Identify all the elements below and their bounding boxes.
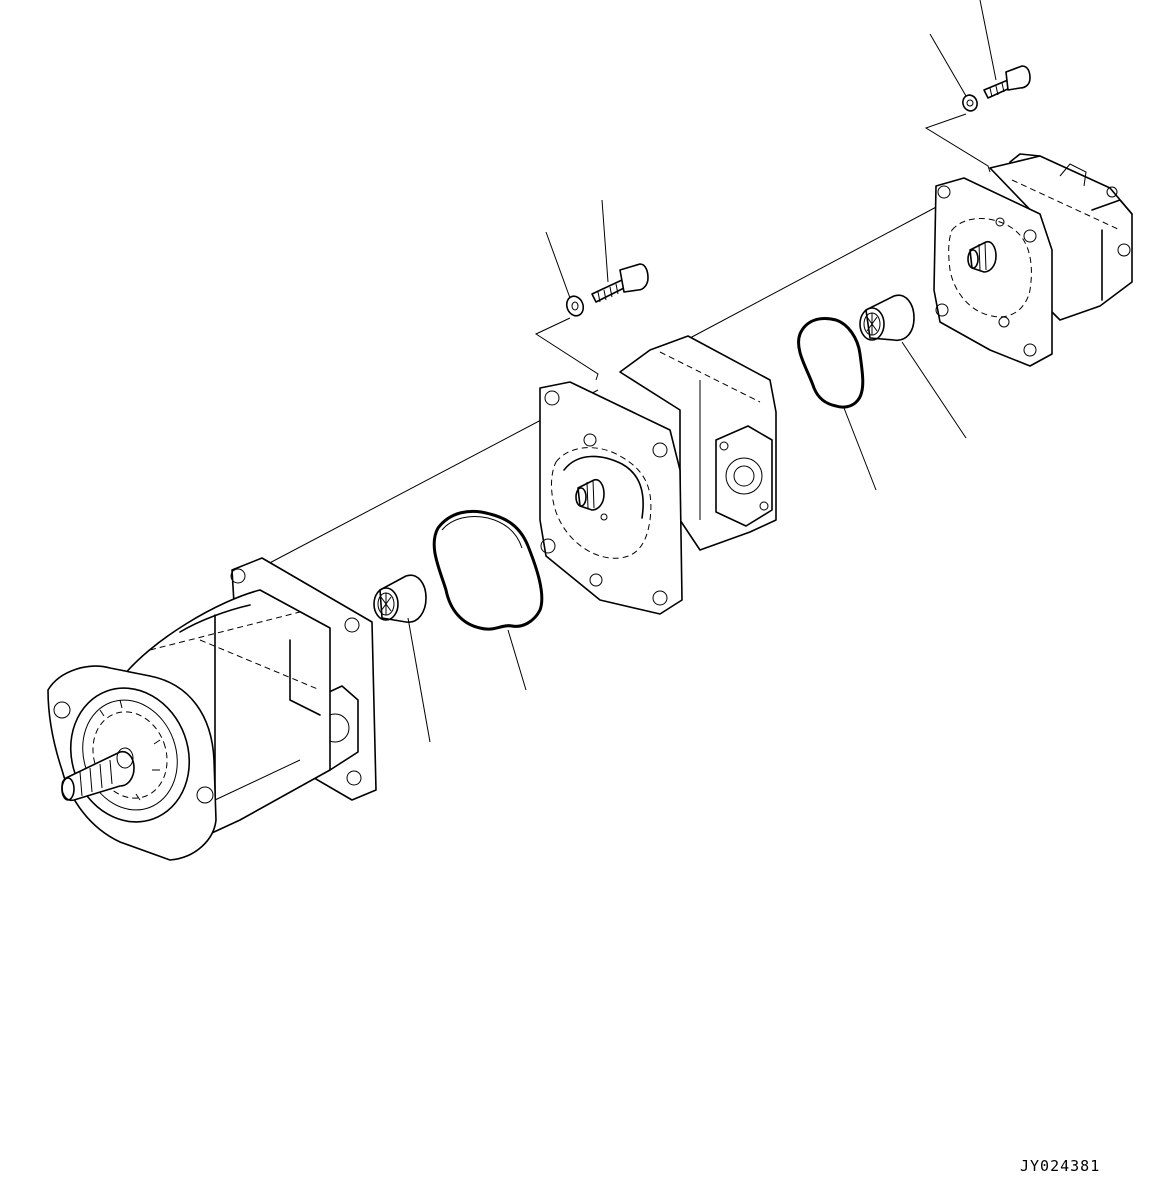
drawing-id-label: JY024381 (1020, 1157, 1101, 1175)
middle-bolt-leader (534, 317, 599, 381)
middle-pump-body (539, 335, 777, 615)
front-pump-body (47, 557, 377, 861)
rear-pump-body (933, 153, 1133, 367)
front-coupling-sleeve (373, 574, 431, 743)
rear-coupling-sleeve (859, 294, 967, 439)
rear-washer (929, 33, 978, 112)
middle-bolt (591, 199, 649, 303)
front-o-ring (432, 509, 544, 691)
middle-washer (545, 231, 585, 317)
rear-bolt (979, 0, 1031, 99)
rear-bolt-leader (924, 113, 991, 173)
rear-o-ring (797, 317, 877, 491)
